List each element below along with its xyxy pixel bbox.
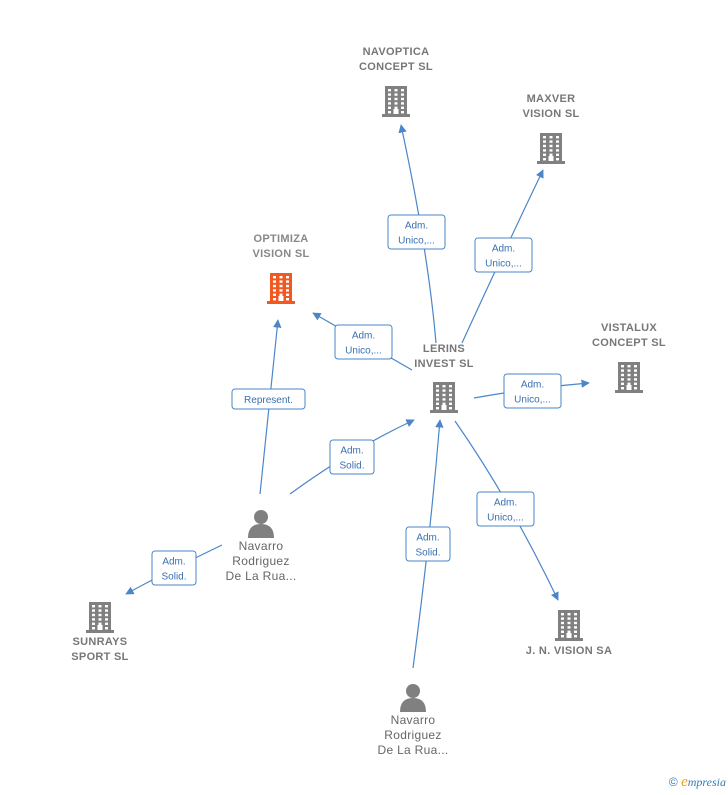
node-label: De La Rua...: [226, 569, 297, 583]
edge-label-box: [329, 439, 375, 475]
edge-label-text: Unico,...: [487, 513, 524, 524]
edge-label-text: Adm.: [494, 498, 517, 509]
edge-label[interactable]: Adm. Unico,...: [387, 214, 446, 250]
building-icon: [267, 273, 295, 304]
edge-label-text: Adm.: [521, 380, 544, 391]
building-icon: [537, 133, 565, 164]
edge-label-text: Adm.: [492, 244, 515, 255]
edge-label[interactable]: Adm. Unico,...: [476, 491, 535, 527]
node-label: MAXVER: [527, 93, 576, 105]
node-label: Navarro: [391, 713, 436, 727]
node-lerins[interactable]: LERINS INVEST SL: [414, 343, 474, 413]
edge-label[interactable]: Adm. Unico,...: [334, 324, 393, 360]
edge-label[interactable]: Represent.: [231, 388, 306, 410]
edge-label-text: Adm.: [162, 557, 185, 568]
edge-label-text: Adm.: [340, 446, 363, 457]
building-icon: [615, 362, 643, 393]
edge-label-box: [405, 526, 451, 562]
edge-label-box: [231, 388, 306, 410]
edge-label-text: Adm.: [352, 331, 375, 342]
node-label: SUNRAYS: [73, 636, 128, 648]
edge-label-text: Solid.: [339, 461, 364, 472]
edge-label-text: Unico,...: [398, 236, 435, 247]
node-label: LERINS: [423, 343, 465, 355]
edge-label-box: [387, 214, 446, 250]
edge-label-text: Unico,...: [485, 259, 522, 270]
node-vistalux[interactable]: VISTALUX CONCEPT SL: [592, 322, 666, 393]
edge-label-text: Unico,...: [514, 395, 551, 406]
edge-label-text: Unico,...: [345, 346, 382, 357]
node-label: Navarro: [239, 539, 284, 553]
node-label: INVEST SL: [414, 358, 474, 370]
building-icon: [86, 602, 114, 633]
edge-label-box: [474, 237, 533, 273]
node-label: VISTALUX: [601, 322, 657, 334]
edge-label[interactable]: Adm. Solid.: [151, 550, 197, 586]
node-label: De La Rua...: [378, 743, 449, 757]
edge-label-text: Solid.: [161, 572, 186, 583]
edge-label[interactable]: Adm. Unico,...: [503, 373, 562, 409]
edge-label[interactable]: Adm. Unico,...: [474, 237, 533, 273]
person-icon: [400, 684, 426, 712]
node-label: OPTIMIZA: [254, 233, 309, 245]
building-icon: [382, 86, 410, 117]
person-icon: [248, 510, 274, 538]
node-optimiza[interactable]: OPTIMIZA VISION SL: [252, 233, 309, 304]
edge-label-box: [334, 324, 393, 360]
building-icon: [430, 382, 458, 413]
edge-label[interactable]: Adm. Solid.: [329, 439, 375, 475]
brand-logo: empresia: [681, 774, 726, 790]
node-label: Rodriguez: [384, 728, 441, 742]
edge-label-text: Adm.: [416, 533, 439, 544]
node-label: Rodriguez: [232, 554, 289, 568]
edge-label[interactable]: Adm. Solid.: [405, 526, 451, 562]
edge-label-text: Solid.: [415, 548, 440, 559]
node-navoptica[interactable]: NAVOPTICA CONCEPT SL: [359, 46, 433, 117]
edge-label-box: [151, 550, 197, 586]
node-sunrays[interactable]: SUNRAYS SPORT SL: [71, 602, 128, 663]
node-label: VISION SL: [522, 108, 579, 120]
copyright-symbol: ©: [668, 775, 678, 789]
node-label: J. N. VISION SA: [526, 645, 612, 657]
footer-credit[interactable]: © empresia: [669, 774, 726, 791]
node-label: NAVOPTICA: [363, 46, 430, 58]
edge-labels-layer: Adm.Unico,...Adm.Unico,...Adm.Unico,...A…: [151, 214, 562, 586]
node-label: CONCEPT SL: [592, 337, 666, 349]
edge-label-box: [476, 491, 535, 527]
node-label: CONCEPT SL: [359, 61, 433, 73]
node-label: VISION SL: [252, 248, 309, 260]
node-jnvision[interactable]: J. N. VISION SA: [526, 610, 612, 657]
edge-label-text: Adm.: [405, 221, 428, 232]
node-maxver[interactable]: MAXVER VISION SL: [522, 93, 579, 164]
building-icon: [555, 610, 583, 641]
edge-label-text: Represent.: [244, 395, 293, 406]
node-label: SPORT SL: [71, 651, 128, 663]
edge-label-box: [503, 373, 562, 409]
